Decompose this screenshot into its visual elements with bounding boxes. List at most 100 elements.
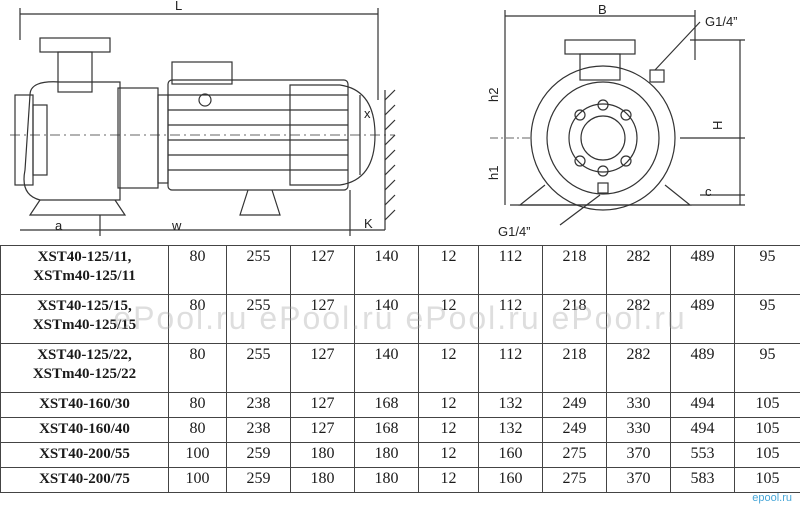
value-cell: 494 (670, 417, 735, 443)
value-cell: 255 (226, 343, 291, 393)
dim-x: x (364, 106, 371, 121)
value-cell: 127 (290, 392, 355, 418)
model-name: XST40-160/30 (39, 396, 130, 412)
value-cell: 80 (168, 343, 227, 393)
model-name: XSTm40-125/11 (33, 268, 136, 284)
model-cell: XST40-125/22, XSTm40-125/22 (0, 343, 169, 393)
value-cell: 112 (478, 343, 543, 393)
model-cell: XST40-160/40 (0, 417, 169, 443)
pump-schematic: L a w x K B G1/4” G1/4” h2 h1 H c (10, 0, 745, 239)
value-cell: 330 (606, 392, 671, 418)
model-cell: XST40-125/11, XSTm40-125/11 (0, 245, 169, 295)
model-cell: XST40-200/55 (0, 442, 169, 468)
label-g-bottom: G1/4” (498, 224, 531, 239)
value-cell: 12 (418, 245, 479, 295)
value-cell: 140 (354, 245, 419, 295)
corner-logo: epool.ru (752, 492, 792, 504)
value-cell: 95 (734, 294, 800, 344)
value-cell: 255 (226, 245, 291, 295)
value-cell: 80 (168, 392, 227, 418)
value-cell: 259 (226, 442, 291, 468)
value-cell: 218 (542, 343, 607, 393)
value-cell: 160 (478, 442, 543, 468)
value-cell: 583 (670, 467, 735, 493)
value-cell: 80 (168, 417, 227, 443)
dim-B: B (598, 2, 607, 17)
value-cell: 275 (542, 442, 607, 468)
value-cell: 12 (418, 442, 479, 468)
value-cell: 105 (734, 392, 800, 418)
model-name: XSTm40-125/15 (32, 317, 137, 333)
value-cell: 238 (226, 417, 291, 443)
model-name: XST40-125/15, (37, 298, 132, 314)
value-cell: 330 (606, 417, 671, 443)
value-cell: 218 (542, 294, 607, 344)
value-cell: 140 (354, 343, 419, 393)
value-cell: 180 (290, 467, 355, 493)
value-cell: 127 (290, 343, 355, 393)
value-cell: 12 (418, 294, 479, 344)
dim-h1: h1 (486, 166, 501, 180)
value-cell: 494 (670, 392, 735, 418)
value-cell: 80 (168, 245, 227, 295)
value-cell: 100 (168, 442, 227, 468)
value-cell: 95 (734, 245, 800, 295)
model-cell: XST40-200/75 (0, 467, 169, 493)
model-name: XST40-200/55 (39, 446, 130, 462)
model-name: XST40-125/22, (37, 347, 132, 363)
model-cell: XST40-160/30 (0, 392, 169, 418)
value-cell: 127 (290, 417, 355, 443)
model-name: XST40-125/11, (37, 249, 132, 265)
value-cell: 12 (418, 467, 479, 493)
model-name: XST40-160/40 (39, 421, 130, 437)
value-cell: 127 (290, 245, 355, 295)
value-cell: 132 (478, 392, 543, 418)
value-cell: 160 (478, 467, 543, 493)
value-cell: 489 (670, 294, 735, 344)
value-cell: 282 (606, 294, 671, 344)
model-name: XST40-200/75 (39, 471, 130, 487)
value-cell: 12 (418, 417, 479, 443)
dim-h2: h2 (486, 88, 501, 102)
model-name: XSTm40-125/22 (32, 366, 137, 382)
value-cell: 105 (734, 442, 800, 468)
value-cell: 12 (418, 343, 479, 393)
dim-H: H (710, 121, 725, 130)
value-cell: 218 (542, 245, 607, 295)
value-cell: 168 (354, 417, 419, 443)
value-cell: 275 (542, 467, 607, 493)
dim-a: a (55, 218, 63, 233)
value-cell: 100 (168, 467, 227, 493)
value-cell: 249 (542, 392, 607, 418)
model-cell: XST40-125/15, XSTm40-125/15 (0, 294, 169, 344)
value-cell: 553 (670, 442, 735, 468)
value-cell: 105 (734, 417, 800, 443)
value-cell: 282 (606, 343, 671, 393)
dim-c: c (705, 184, 712, 199)
value-cell: 255 (226, 294, 291, 344)
value-cell: 489 (670, 245, 735, 295)
value-cell: 12 (418, 392, 479, 418)
value-cell: 127 (290, 294, 355, 344)
dim-L: L (175, 0, 182, 13)
value-cell: 249 (542, 417, 607, 443)
value-cell: 238 (226, 392, 291, 418)
value-cell: 180 (290, 442, 355, 468)
value-cell: 259 (226, 467, 291, 493)
dim-w: w (171, 218, 182, 233)
value-cell: 370 (606, 467, 671, 493)
value-cell: 282 (606, 245, 671, 295)
value-cell: 132 (478, 417, 543, 443)
value-cell: 112 (478, 294, 543, 344)
value-cell: 180 (354, 467, 419, 493)
value-cell: 80 (168, 294, 227, 344)
value-cell: 105 (734, 467, 800, 493)
